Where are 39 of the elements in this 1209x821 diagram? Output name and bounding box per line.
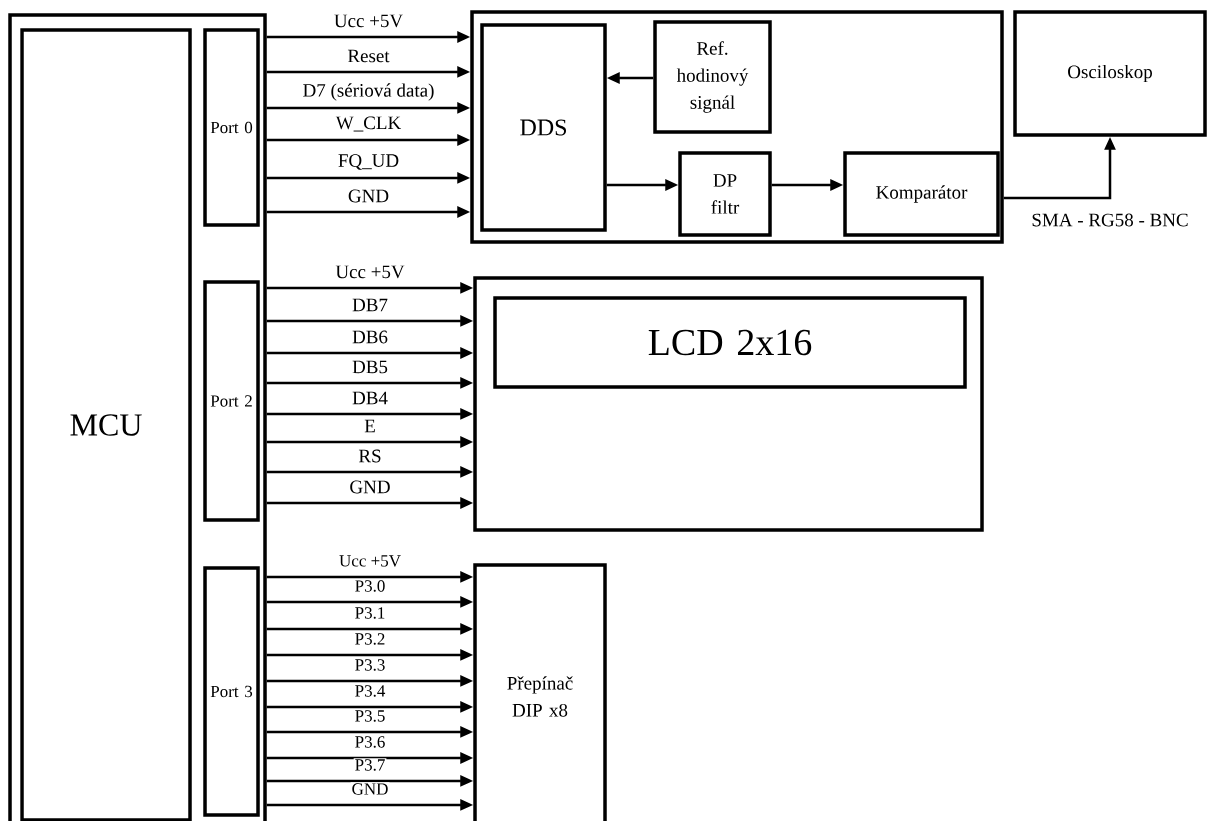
block-box: DDS	[480, 23, 607, 232]
edge-label: P3.1	[353, 606, 387, 620]
display-box	[473, 276, 984, 532]
mcu-box: MCU	[20, 28, 192, 821]
port-box: Port 2	[203, 280, 260, 522]
edge-label: RS	[357, 448, 383, 464]
edge-label: W_CLK	[334, 115, 403, 133]
edge-label: DB7	[351, 297, 389, 313]
edge-label: P3.5	[353, 709, 387, 723]
edge-label: D7 (sériová data)	[301, 82, 436, 102]
edge-label: Ucc +5V	[334, 264, 406, 280]
edge-label: P3.2	[353, 632, 387, 646]
edge-label: Ucc +5V	[332, 13, 405, 29]
edge-label: P3.0	[353, 579, 387, 593]
edge-label: DB5	[351, 359, 389, 375]
edge-label: GND	[348, 479, 392, 495]
edge-label: DB6	[351, 329, 389, 345]
edge-label: DB4	[351, 390, 389, 406]
edge-label: FQ_UD	[336, 153, 401, 171]
block-box: DP filtr	[678, 151, 772, 237]
board-box	[8, 13, 267, 821]
module-box	[470, 10, 1004, 244]
oscilloscope-box: Osciloskop	[1013, 10, 1207, 137]
port-box: Port 3	[203, 566, 260, 817]
edge-label: Ucc +5V	[338, 554, 402, 568]
edge-label: P3.3	[353, 658, 387, 672]
block-box: Ref. hodinový signál	[653, 20, 772, 134]
edge-label: P3.7	[353, 758, 387, 772]
edge-label: SMA - RG58 - BNC	[1030, 212, 1190, 228]
switch-box: Přepínač DIP x8	[473, 563, 607, 821]
display-panel: LCD 2x16	[493, 296, 967, 389]
edge-label: GND	[346, 188, 391, 204]
block-box: Komparátor	[843, 151, 1000, 237]
edge-label: Reset	[346, 48, 391, 64]
edge-label: P3.4	[353, 684, 387, 698]
edge-label: GND	[350, 782, 390, 796]
edge-label: P3.6	[353, 735, 387, 749]
port-box: Port 0	[203, 28, 260, 227]
edge-label: E	[363, 418, 377, 434]
